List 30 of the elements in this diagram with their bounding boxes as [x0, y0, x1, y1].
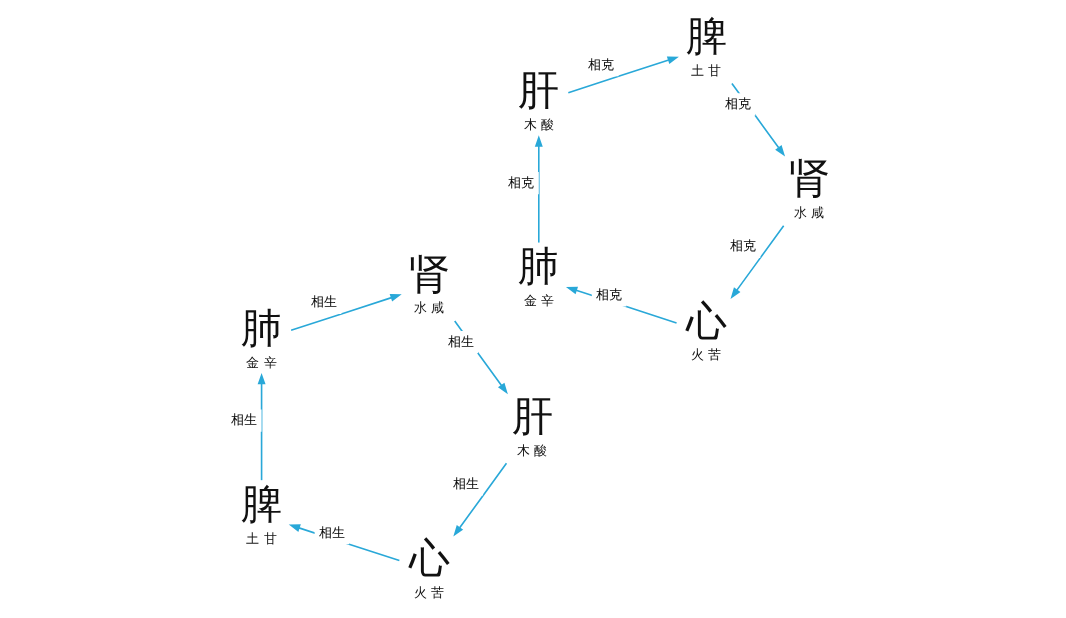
node-text: 肝 [511, 391, 553, 440]
edge-label: 相克 [508, 174, 535, 190]
edge-label: 相生 [310, 294, 337, 310]
node-label: 木 酸 [517, 442, 548, 458]
node-label: 火 苦 [413, 584, 444, 600]
node-text: 肺 [241, 303, 283, 352]
node-label: 水 咸 [794, 205, 825, 221]
edge-label: 相克 [729, 238, 756, 254]
node-text: 肝 [518, 66, 560, 115]
edge-label: 相克 [588, 56, 615, 72]
node-text: 心 [408, 534, 450, 583]
edge-label: 相生 [231, 412, 258, 428]
node-label: 火 苦 [690, 347, 722, 363]
node-text: 心 [685, 296, 727, 345]
edge-label: 相生 [318, 524, 345, 540]
node-text: 脾 [685, 11, 727, 60]
node-label: 土 甘 [246, 530, 277, 546]
node-label: 土 甘 [690, 62, 722, 78]
node-text: 肾 [408, 249, 450, 298]
node-label: 金 辛 [523, 292, 554, 308]
node-text: 肺 [518, 242, 560, 291]
edge-label: 相克 [595, 286, 622, 302]
node-text: 肾 [789, 154, 831, 203]
edge-label: 相克 [724, 95, 751, 111]
node-label: 水 咸 [413, 300, 444, 316]
node-text: 脾 [241, 479, 283, 528]
edge-label: 相生 [452, 475, 479, 491]
node-label: 木 酸 [523, 117, 554, 133]
node-label: 金 辛 [246, 354, 277, 370]
edge-label: 相生 [447, 333, 474, 349]
